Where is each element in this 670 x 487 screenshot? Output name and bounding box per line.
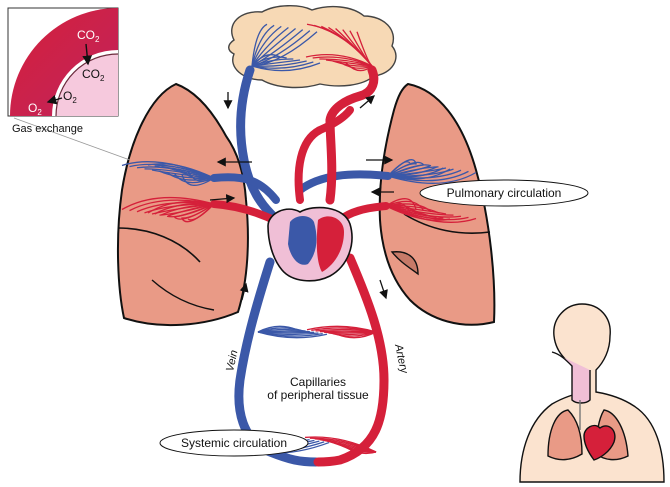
human-figure xyxy=(520,304,664,482)
gas-exchange-caption: Gas exchange xyxy=(12,123,83,135)
co2-inner-label: CO xyxy=(82,67,100,81)
o2-outer-label: O xyxy=(28,101,37,115)
artery-label: Artery xyxy=(392,342,410,376)
capillaries-sublabel: of peripheral tissue xyxy=(267,388,369,402)
svg-text:Systemic circulation: Systemic circulation xyxy=(181,436,287,450)
o2-inner-label: O xyxy=(63,89,72,103)
svg-text:Pulmonary circulation: Pulmonary circulation xyxy=(447,186,562,200)
pulmonary-label: Pulmonary circulation xyxy=(420,180,588,206)
systemic-label: Systemic circulation xyxy=(160,430,308,456)
co2-outer-sub: 2 xyxy=(95,35,100,44)
co2-outer-label: CO xyxy=(77,28,95,42)
o2-inner-sub: 2 xyxy=(72,96,77,105)
co2-inner-sub: 2 xyxy=(100,74,105,83)
capillaries-label: Capillaries xyxy=(290,375,346,389)
o2-outer-sub: 2 xyxy=(37,108,42,117)
heart xyxy=(268,208,352,281)
